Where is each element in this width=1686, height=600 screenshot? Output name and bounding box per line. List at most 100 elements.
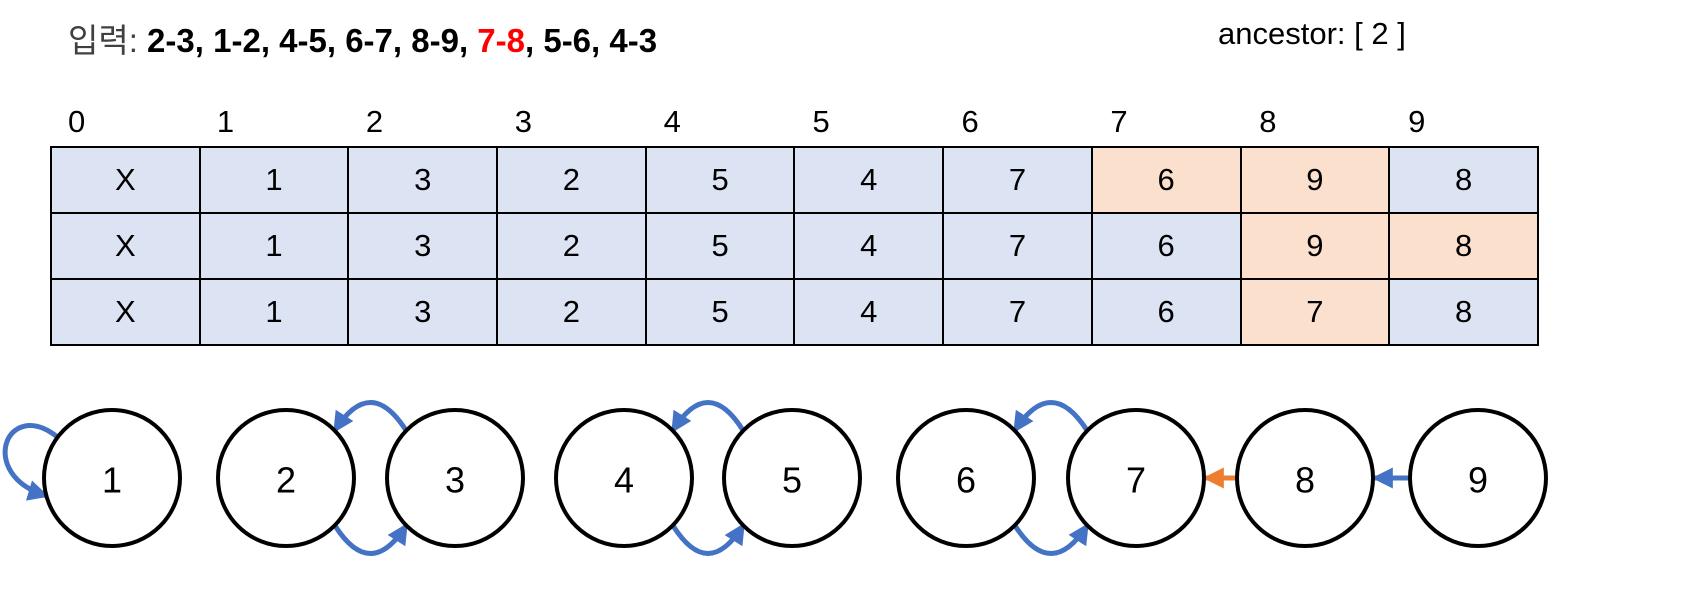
graph-node-1[interactable]: 1 [42,408,182,548]
graph-node-4[interactable]: 4 [554,408,694,548]
node-circle-9 [1408,408,1548,548]
graph-canvas: 1 2 3 4 5 6 7 8 9 [2,400,1548,556]
edge-separator: , [458,22,469,59]
edge-separator: , [392,22,403,59]
edge-5-to-4 [670,400,746,434]
array-cell-r2-c0: X [50,278,201,346]
array-cell-r0-c3: 2 [496,146,647,214]
node-circle-7 [1066,408,1206,548]
array-cell-r0-c5: 4 [793,146,945,214]
input-edge-token: 4-5 [269,22,327,59]
array-cell-r2-c9: 8 [1388,278,1539,346]
array-cell-r0-c1: 1 [198,146,350,214]
column-index-8: 8 [1259,104,1277,139]
graph-node-7[interactable]: 7 [1066,408,1206,548]
graph-node-5[interactable]: 5 [722,408,862,548]
edge-7-to-6 [1012,400,1090,434]
array-cell-r0-c4: 5 [644,146,796,214]
node-circle-1 [42,408,182,548]
array-cell-r1-c5: 4 [793,212,945,280]
column-index-2: 2 [365,104,384,139]
node-circle-8 [1235,408,1375,548]
node-circle-2 [216,408,356,548]
array-cell-r1-c0: X [50,212,201,280]
array-cell-r0-c6: 7 [942,146,1093,214]
edge-2-to-3 [332,522,409,556]
column-index-9: 9 [1408,104,1426,139]
array-cell-r0-c2: 3 [347,146,499,214]
edge-token-list: 2-3, 1-2, 4-5, 6-7, 8-9, 7-8, 5-6, 4-3 [138,22,657,59]
graph-node-3[interactable]: 3 [385,408,525,548]
ancestor-display: ancestor: [ 2 ] [1218,16,1406,51]
node-circle-5 [722,408,862,548]
array-cell-r2-c6: 7 [942,278,1093,346]
input-edge-token: 1-2 [203,22,261,59]
column-index-3: 3 [514,104,532,139]
input-edge-token: 7-8 [468,22,525,59]
node-circle-4 [554,408,694,548]
edge-6-to-7 [1012,522,1090,556]
array-cell-r1-c2: 3 [347,212,499,280]
header-row: 입력: 2-3, 1-2, 4-5, 6-7, 8-9, 7-8, 5-6, 4… [0,14,1686,70]
graph-node-8[interactable]: 8 [1235,408,1375,548]
column-index-5: 5 [812,104,830,139]
edge-separator: , [525,22,535,59]
edge-3-to-2 [332,400,409,434]
node-label-8: 8 [1295,460,1315,501]
node-label-5: 5 [782,460,802,501]
edge-separator: , [194,22,204,59]
node-label-6: 6 [956,460,976,501]
input-label: 입력: [68,22,138,59]
array-cell-r0-c9: 8 [1388,146,1539,214]
array-cell-r2-c2: 3 [347,278,499,346]
array-cell-r0-c0: X [50,146,201,214]
input-edge-token: 4-3 [600,22,658,59]
input-edge-token: 2-3 [137,22,195,59]
array-cell-r1-c9: 8 [1388,212,1539,280]
array-cell-r1-c1: 1 [198,212,350,280]
node-circle-6 [896,408,1036,548]
array-cell-r2-c1: 1 [198,278,350,346]
column-index-6: 6 [961,104,979,139]
edge-separator: , [260,22,270,59]
node-label-1: 1 [102,460,122,501]
input-edge-token: 8-9 [402,22,459,59]
edge-4-to-5 [670,522,746,556]
node-label-7: 7 [1126,460,1146,501]
array-cell-r2-c5: 4 [793,278,945,346]
array-cell-r1-c7: 6 [1090,212,1242,280]
node-label-9: 9 [1468,460,1488,501]
array-cell-r0-c8: 9 [1239,146,1391,214]
node-graph: 1 2 3 4 5 6 7 8 9 [0,392,1686,600]
array-cell-r0-c7: 6 [1090,146,1242,214]
graph-node-9[interactable]: 9 [1408,408,1548,548]
node-label-4: 4 [614,460,634,501]
column-index-7: 7 [1110,104,1128,139]
array-cell-r1-c4: 5 [644,212,796,280]
column-index-1: 1 [216,104,235,139]
node-label-3: 3 [445,460,465,501]
array-cell-r2-c7: 6 [1090,278,1242,346]
input-edge-token: 6-7 [336,22,393,59]
array-cell-r2-c3: 2 [496,278,647,346]
array-cell-r2-c4: 5 [644,278,796,346]
node-circle-3 [385,408,525,548]
input-edge-token: 5-6 [534,22,592,59]
graph-node-2[interactable]: 2 [216,408,356,548]
graph-node-6[interactable]: 6 [896,408,1036,548]
node-label-2: 2 [276,460,296,501]
column-index-0: 0 [68,104,86,139]
array-cell-r1-c6: 7 [942,212,1093,280]
array-cell-r1-c3: 2 [496,212,647,280]
edge-1-to-1 [2,423,60,501]
input-sequence-line: 입력: 2-3, 1-2, 4-5, 6-7, 8-9, 7-8, 5-6, 4… [68,14,657,62]
array-cell-r2-c8: 7 [1239,278,1391,346]
edge-separator: , [591,22,601,59]
array-cell-r1-c8: 9 [1239,212,1391,280]
graph-edge-layer [2,400,1408,556]
